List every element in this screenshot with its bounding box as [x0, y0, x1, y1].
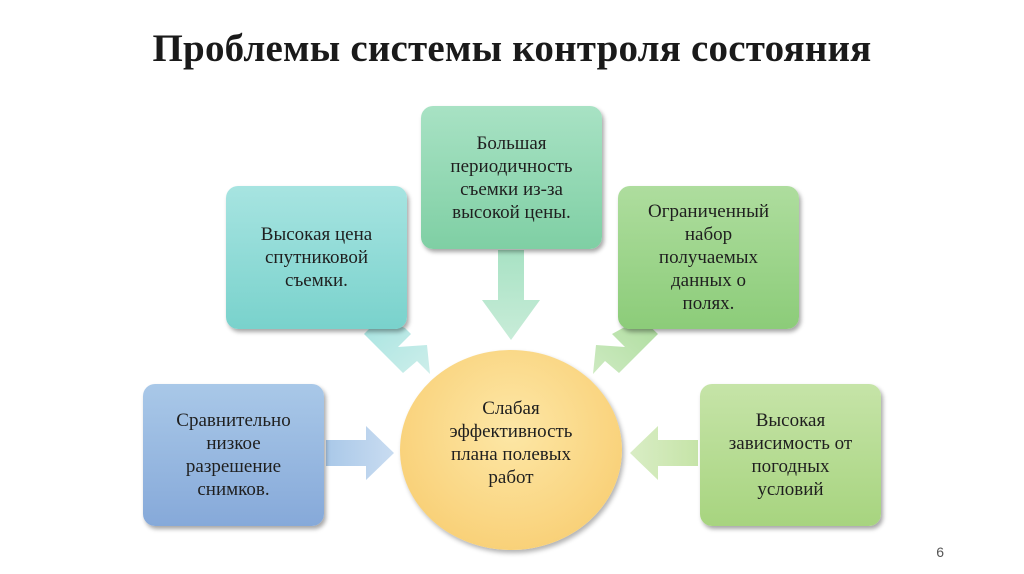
box-limited-field-data: Ограниченный набор получаемых данных о п…	[618, 186, 799, 329]
box-weather-dependence: Высокая зависимость от погодных условий	[700, 384, 881, 526]
box-large-periodicity: Большая периодичность съемки из-за высок…	[421, 106, 602, 249]
arrow-left	[326, 426, 394, 480]
box-low-resolution: Сравнительно низкое разрешение снимков.	[143, 384, 324, 526]
arrow-right	[630, 426, 698, 480]
center-weak-efficiency: Слабая эффективность плана полевых работ	[400, 350, 622, 550]
slide-title: Проблемы системы контроля состояния	[152, 27, 872, 70]
arrow-upper-right	[593, 318, 658, 374]
arrow-upper-left	[364, 318, 430, 374]
page-number: 6	[936, 544, 944, 560]
box-high-imagery-cost: Высокая цена спутниковой съемки.	[226, 186, 407, 329]
arrow-top	[482, 250, 540, 340]
